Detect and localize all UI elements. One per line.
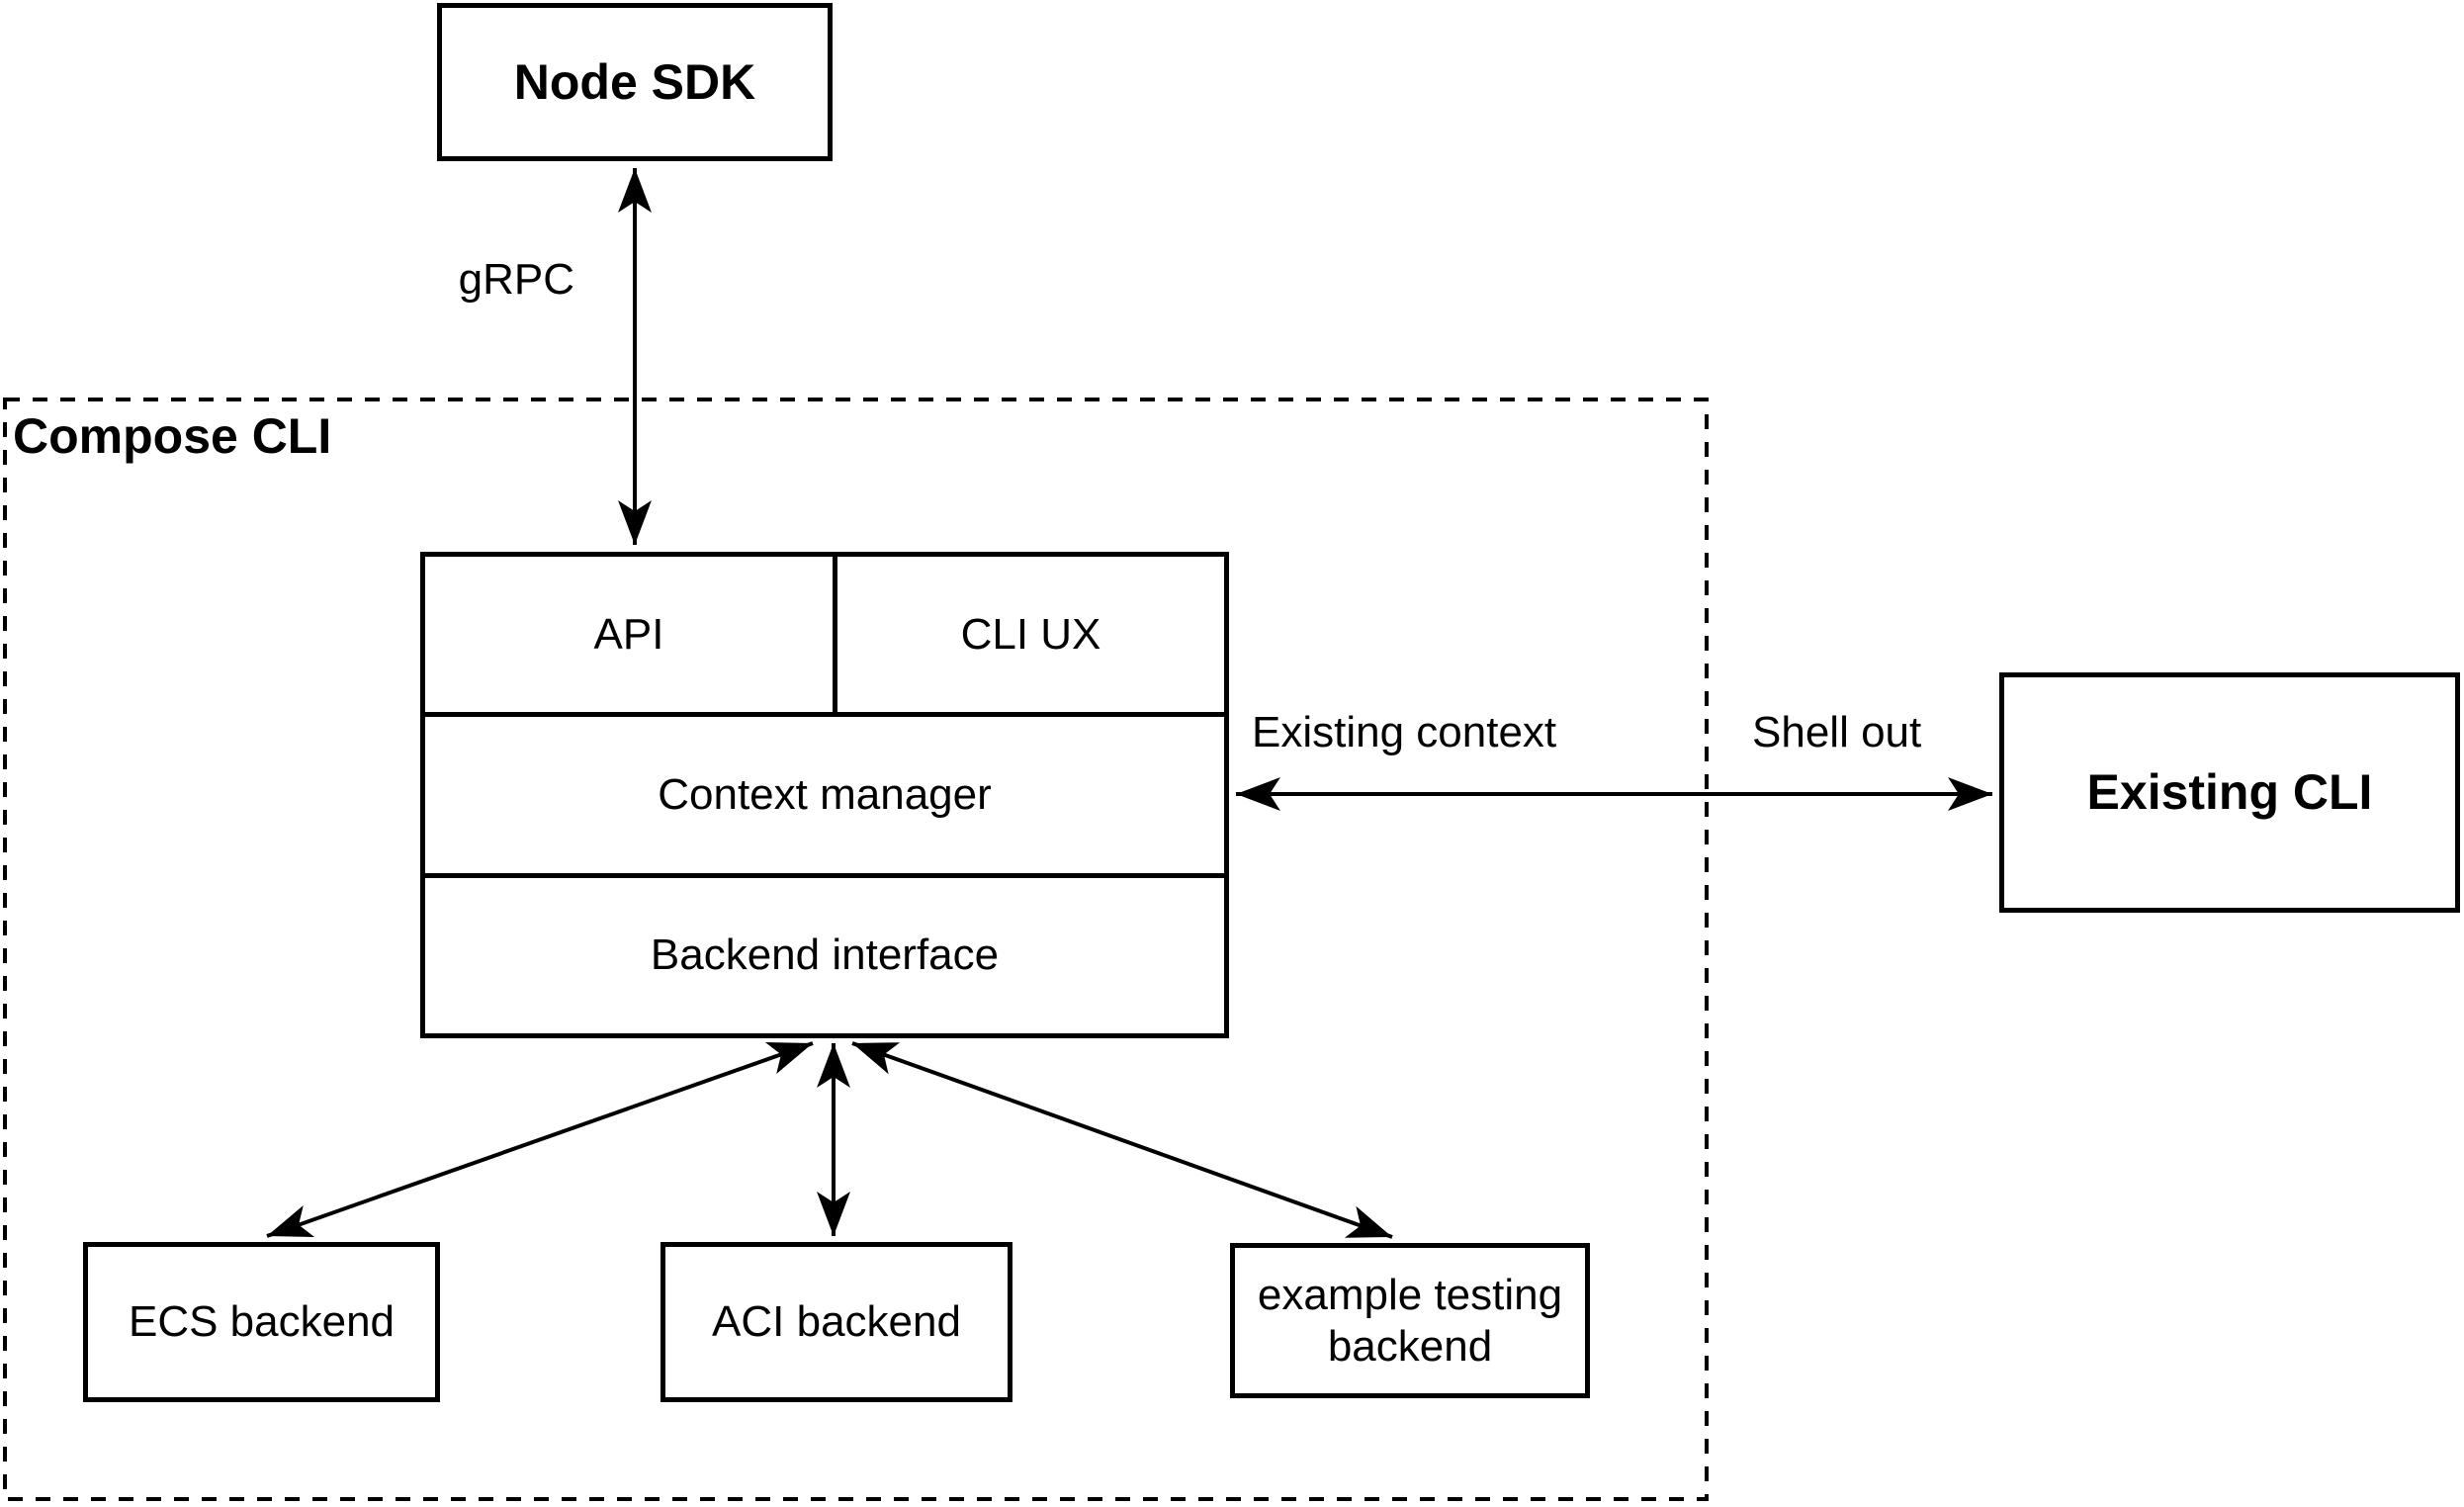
- shell-out-edge-label: Shell out: [1748, 708, 1926, 757]
- compose-cli-container-label: Compose CLI: [13, 408, 332, 464]
- aci-backend-label: ACI backend: [712, 1297, 961, 1347]
- cli-ux-cell: CLI UX: [833, 557, 1224, 712]
- existing-cli-box: Existing CLI: [1999, 672, 2460, 913]
- edge-ecs-arrow: [266, 1041, 814, 1238]
- edge-example-testing-arrow: [851, 1041, 1393, 1239]
- stack-top-row: API CLI UX: [425, 557, 1224, 712]
- ecs-backend-label: ECS backend: [128, 1297, 396, 1347]
- node-sdk-box: Node SDK: [437, 3, 833, 161]
- existing-context-edge-label: Existing context: [1248, 708, 1561, 757]
- context-manager-cell: Context manager: [425, 712, 1224, 873]
- backend-interface-label: Backend interface: [650, 931, 1000, 980]
- context-manager-label: Context manager: [658, 769, 992, 819]
- node-sdk-label: Node SDK: [513, 53, 756, 110]
- existing-cli-label: Existing CLI: [2086, 764, 2373, 820]
- api-cell: API: [425, 557, 833, 712]
- ecs-backend-box: ECS backend: [83, 1242, 440, 1402]
- aci-backend-box: ACI backend: [660, 1242, 1012, 1402]
- example-testing-backend-box: example testing backend: [1230, 1243, 1590, 1398]
- api-label: API: [593, 609, 664, 659]
- compose-cli-stack-box: API CLI UX Context manager Backend inter…: [420, 552, 1229, 1038]
- backend-interface-cell: Backend interface: [425, 872, 1224, 1034]
- example-testing-backend-label: example testing backend: [1257, 1270, 1563, 1371]
- grpc-edge-label: gRPC: [412, 255, 578, 305]
- cli-ux-label: CLI UX: [960, 609, 1101, 659]
